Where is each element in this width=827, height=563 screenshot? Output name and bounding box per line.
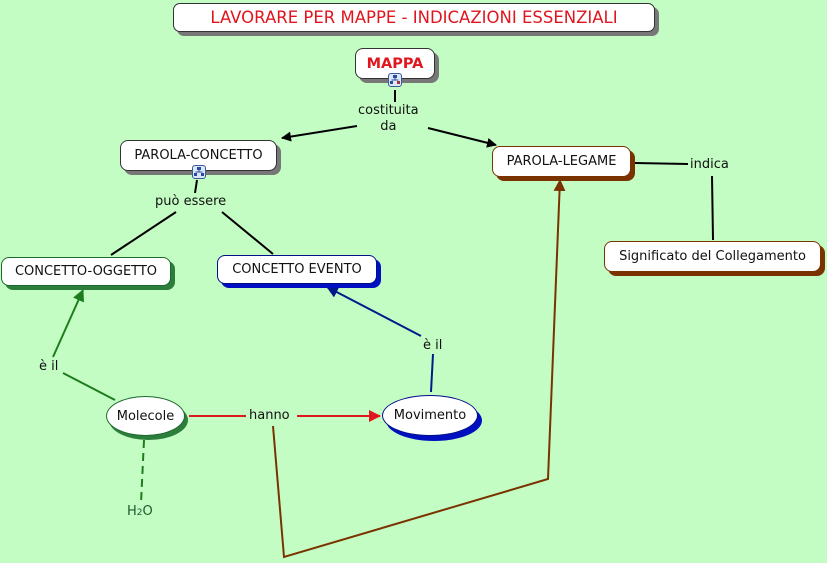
link-molecole-e-il (62, 372, 116, 401)
link-puo-essere-evento (221, 211, 274, 255)
link-e-il-evento (326, 286, 422, 337)
concept-concetto-evento[interactable]: CONCETTO EVENTO (217, 255, 377, 284)
link-pl-indica (633, 162, 689, 165)
link-label-e-il-left: è il (39, 359, 59, 375)
link-movimento-e-il (430, 353, 434, 393)
link-costituita-parola-legame (427, 127, 497, 148)
concept-concetto-oggetto[interactable]: CONCETTO-OGGETTO (1, 257, 171, 286)
link-label-hanno: hanno (249, 408, 290, 424)
link-label-da: da (380, 119, 397, 134)
link-label-puo-essere: può essere (155, 194, 227, 210)
link-label-costituita: costituita (358, 103, 419, 118)
concept-h2o[interactable]: H2O (127, 504, 153, 519)
concept-molecole[interactable]: Molecole (106, 396, 185, 436)
link-label-indica: indica (690, 157, 729, 173)
link-molecole-h2o (140, 439, 145, 504)
submap-icon[interactable] (192, 165, 206, 179)
map-title: LAVORARE PER MAPPE - INDICAZIONI ESSENZI… (173, 3, 655, 32)
link-hanno-parola-legame (272, 179, 566, 559)
link-e-il-oggetto (52, 289, 84, 358)
h2o-subscript: 2 (136, 508, 143, 518)
concept-movimento[interactable]: Movimento (382, 395, 478, 436)
h2o-h: H (127, 504, 137, 519)
link-costituita-parola-concetto (281, 125, 358, 142)
concept-parola-legame[interactable]: PAROLA-LEGAME (492, 146, 631, 177)
link-indica-significato (711, 175, 714, 241)
submap-icon[interactable] (388, 73, 402, 87)
concept-parola-concetto[interactable]: PAROLA-CONCETTO (120, 140, 277, 171)
link-label-e-il-right: è il (423, 338, 443, 354)
h2o-o: O (142, 504, 153, 519)
link-puo-essere-oggetto (110, 211, 177, 256)
link-pc-puo-essere (194, 179, 198, 194)
link-label-costituita-da: costituita da (358, 103, 419, 135)
concept-significato-collegamento[interactable]: Significato del Collegamento (604, 241, 821, 272)
